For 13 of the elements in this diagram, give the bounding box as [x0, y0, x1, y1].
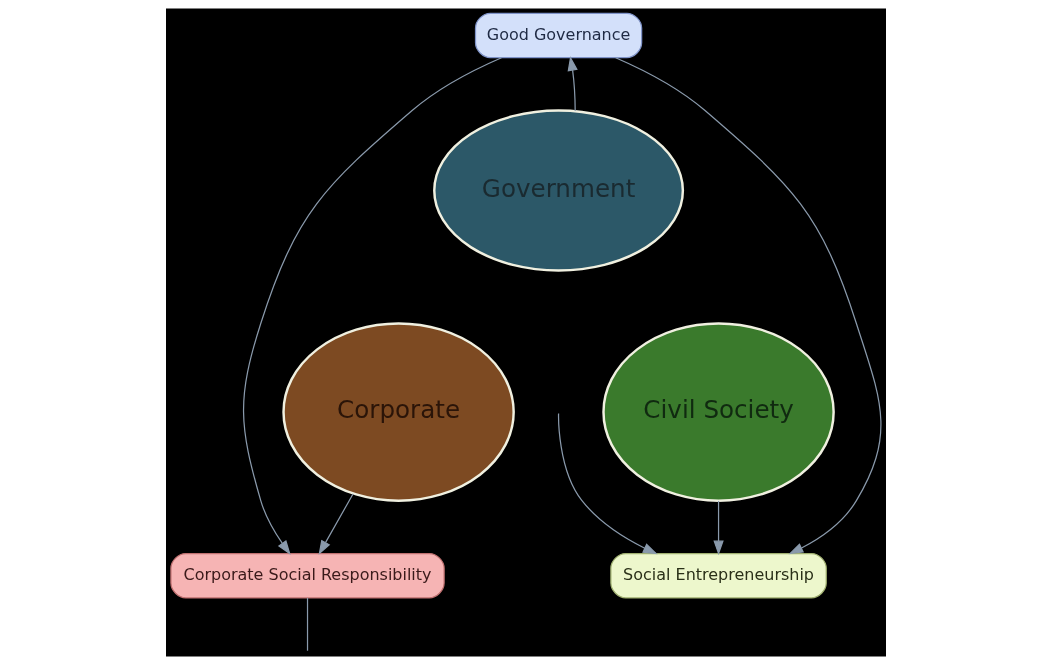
arrow — [713, 500, 724, 556]
arrow — [242, 57, 503, 555]
node-box: Good Governance — [474, 12, 643, 59]
arrow — [318, 493, 354, 556]
node-ellipse: Corporate — [282, 322, 515, 502]
node-box: Social Entrepreneurship — [610, 552, 827, 599]
arrow — [615, 57, 882, 555]
arrow — [557, 412, 658, 555]
node-ellipse: Civil Society — [602, 322, 835, 502]
arrow — [567, 56, 578, 112]
connector — [306, 597, 309, 652]
node-ellipse: Government — [433, 109, 685, 272]
node-box: Corporate Social Responsibility — [170, 552, 445, 599]
